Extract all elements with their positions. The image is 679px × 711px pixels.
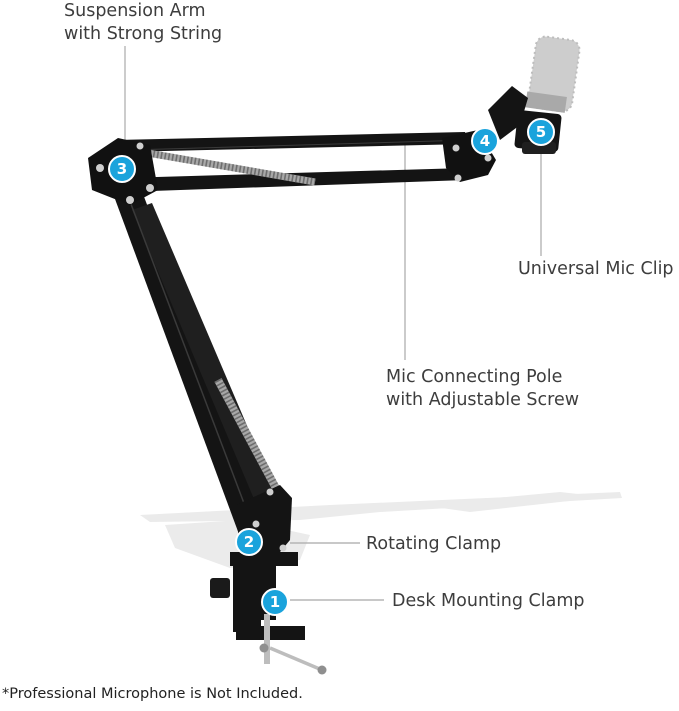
- badge-1: 1: [261, 588, 289, 616]
- footnote: *Professional Microphone is Not Included…: [2, 686, 303, 702]
- upper-arm: [118, 132, 471, 192]
- badge-5: 5: [527, 118, 555, 146]
- clamp-assembly: [210, 485, 327, 675]
- desk-mounting-clamp-label: Desk Mounting Clamp: [392, 591, 585, 611]
- badge-2: 2: [235, 528, 263, 556]
- suspension-arm-label-line2: with Strong String: [64, 24, 223, 44]
- badge-4: 4: [471, 127, 499, 155]
- upper-spring: [141, 148, 316, 186]
- microphone: [525, 35, 581, 113]
- lower-arm: [105, 165, 283, 545]
- universal-mic-clip-label: Universal Mic Clip: [518, 259, 674, 279]
- lower-spring: [214, 378, 282, 494]
- mic-pole-label-line1: Mic Connecting Pole: [386, 367, 563, 387]
- floor-shadow: [140, 492, 622, 568]
- mic-pole-label-line2: with Adjustable Screw: [386, 390, 580, 410]
- rotating-clamp-label: Rotating Clamp: [366, 534, 502, 554]
- badge-3: 3: [108, 155, 136, 183]
- suspension-arm-label-line1: Suspension Arm: [64, 1, 206, 21]
